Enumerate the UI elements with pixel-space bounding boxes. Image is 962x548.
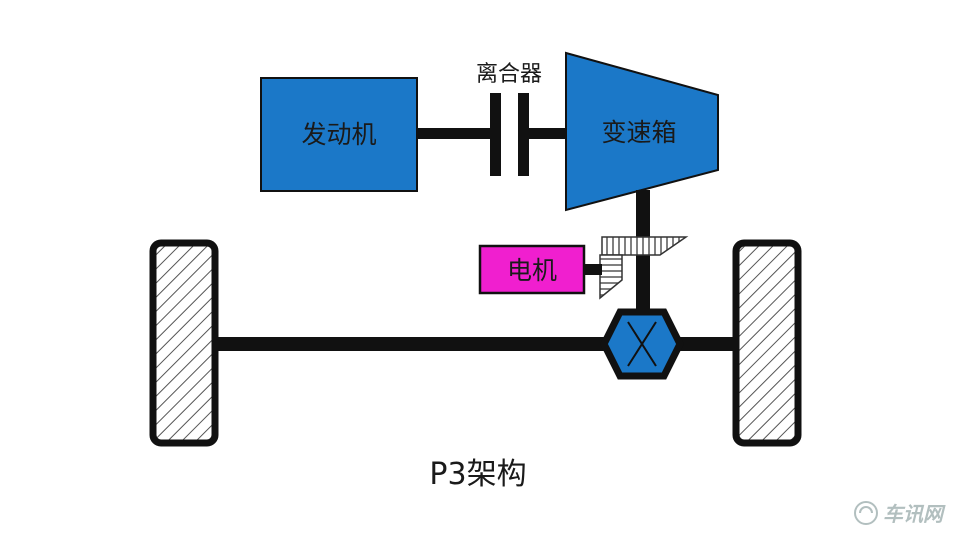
- differential-cross-2: [627, 321, 657, 367]
- diagram-caption: P3架构: [429, 457, 526, 492]
- clutch-plate-right: [518, 93, 529, 176]
- clutch-plate-left: [490, 93, 501, 176]
- right-wheel: [732, 239, 802, 447]
- gearbox-label: 变速箱: [601, 118, 676, 147]
- watermark-text: 车讯网: [883, 502, 946, 526]
- clutch-label: 离合器: [476, 62, 542, 87]
- left-wheel: [149, 239, 219, 447]
- watermark-logo: 车讯网: [854, 501, 946, 526]
- motor-shaft: [584, 264, 602, 275]
- reduction-gear-vertical: [599, 254, 623, 300]
- gearbox-shape: [565, 51, 719, 212]
- reduction-gear-horizontal: [601, 236, 689, 256]
- clutch-to-gearbox-shaft: [529, 128, 569, 139]
- engine-label: 发动机: [301, 120, 376, 149]
- motor-label: 电机: [507, 256, 557, 285]
- engine-output-shaft: [417, 128, 494, 139]
